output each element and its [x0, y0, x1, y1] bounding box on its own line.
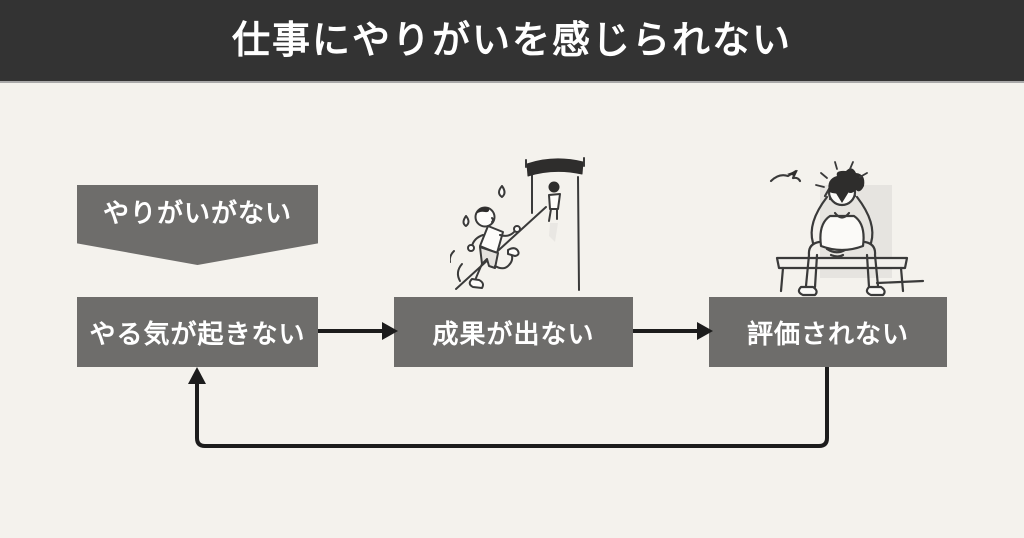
sweat-drop-left — [462, 215, 470, 227]
arrow-right-1 — [318, 322, 398, 340]
leader-speed-streak — [549, 223, 558, 242]
runner-front-leg — [475, 263, 483, 279]
goal-banner — [526, 158, 584, 177]
flow-box-not-evaluated: 評価されない — [709, 297, 947, 367]
title-bar: 仕事にやりがいを感じられない — [0, 0, 1024, 83]
runner-chasing-goal-illustration — [450, 157, 585, 291]
runner-front-arm — [499, 230, 516, 237]
messy-hair — [828, 168, 865, 194]
person-head-in-hands-illustration — [769, 161, 925, 297]
flow-box-no-results: 成果が出ない — [394, 297, 633, 367]
right-arm — [855, 195, 874, 245]
left-leg — [804, 240, 821, 288]
stress-squiggle — [769, 169, 802, 183]
right-leg — [863, 240, 880, 288]
ground-line — [875, 279, 925, 285]
track-line-left — [455, 206, 547, 290]
runner-front-hand — [513, 225, 521, 233]
left-arm — [810, 195, 829, 245]
background-square — [820, 185, 892, 278]
flow-box-no-motivation: やる気が起きない — [77, 297, 318, 367]
right-shin-line — [865, 253, 871, 289]
runner-shorts — [479, 246, 499, 269]
runner-hair — [476, 207, 490, 214]
right-shoe — [865, 285, 886, 297]
neckline — [833, 211, 851, 219]
bench-legs — [779, 266, 905, 293]
runner-face-line — [491, 217, 494, 223]
leader-body — [548, 193, 561, 210]
stress-squiggle-blob — [787, 170, 798, 176]
head — [827, 177, 857, 207]
runner-back-arm — [471, 234, 484, 247]
left-shin-line — [813, 253, 819, 289]
sweat-drop-top — [498, 185, 506, 198]
left-shoe — [797, 285, 818, 297]
goal-post-tops — [525, 157, 585, 168]
runner-front-shoe — [468, 278, 484, 289]
hands-on-head — [823, 187, 857, 201]
runner-back-hand — [467, 244, 475, 252]
track-line-right — [577, 176, 580, 291]
motion-arc-2 — [450, 250, 455, 263]
runner-back-shoe — [507, 247, 520, 257]
runner-shirt — [479, 225, 504, 254]
face-shadow — [834, 190, 850, 203]
runner-head — [474, 206, 496, 228]
leader-legs — [548, 208, 558, 222]
leader-head — [548, 181, 560, 193]
arrow-right-2 — [633, 322, 713, 340]
cause-callout-label: やりがいがない — [102, 198, 292, 228]
runner-back-leg — [494, 255, 514, 270]
feedback-loop-arrow — [188, 367, 829, 448]
hair-spikes — [815, 161, 868, 188]
clasped-hands — [825, 247, 847, 258]
page-title: 仕事にやりがいを感じられない — [231, 19, 792, 62]
bench-seat — [775, 256, 909, 270]
motion-arc-1 — [456, 263, 463, 282]
torso — [819, 214, 865, 252]
cause-callout-banner: やりがいがない — [77, 185, 318, 265]
